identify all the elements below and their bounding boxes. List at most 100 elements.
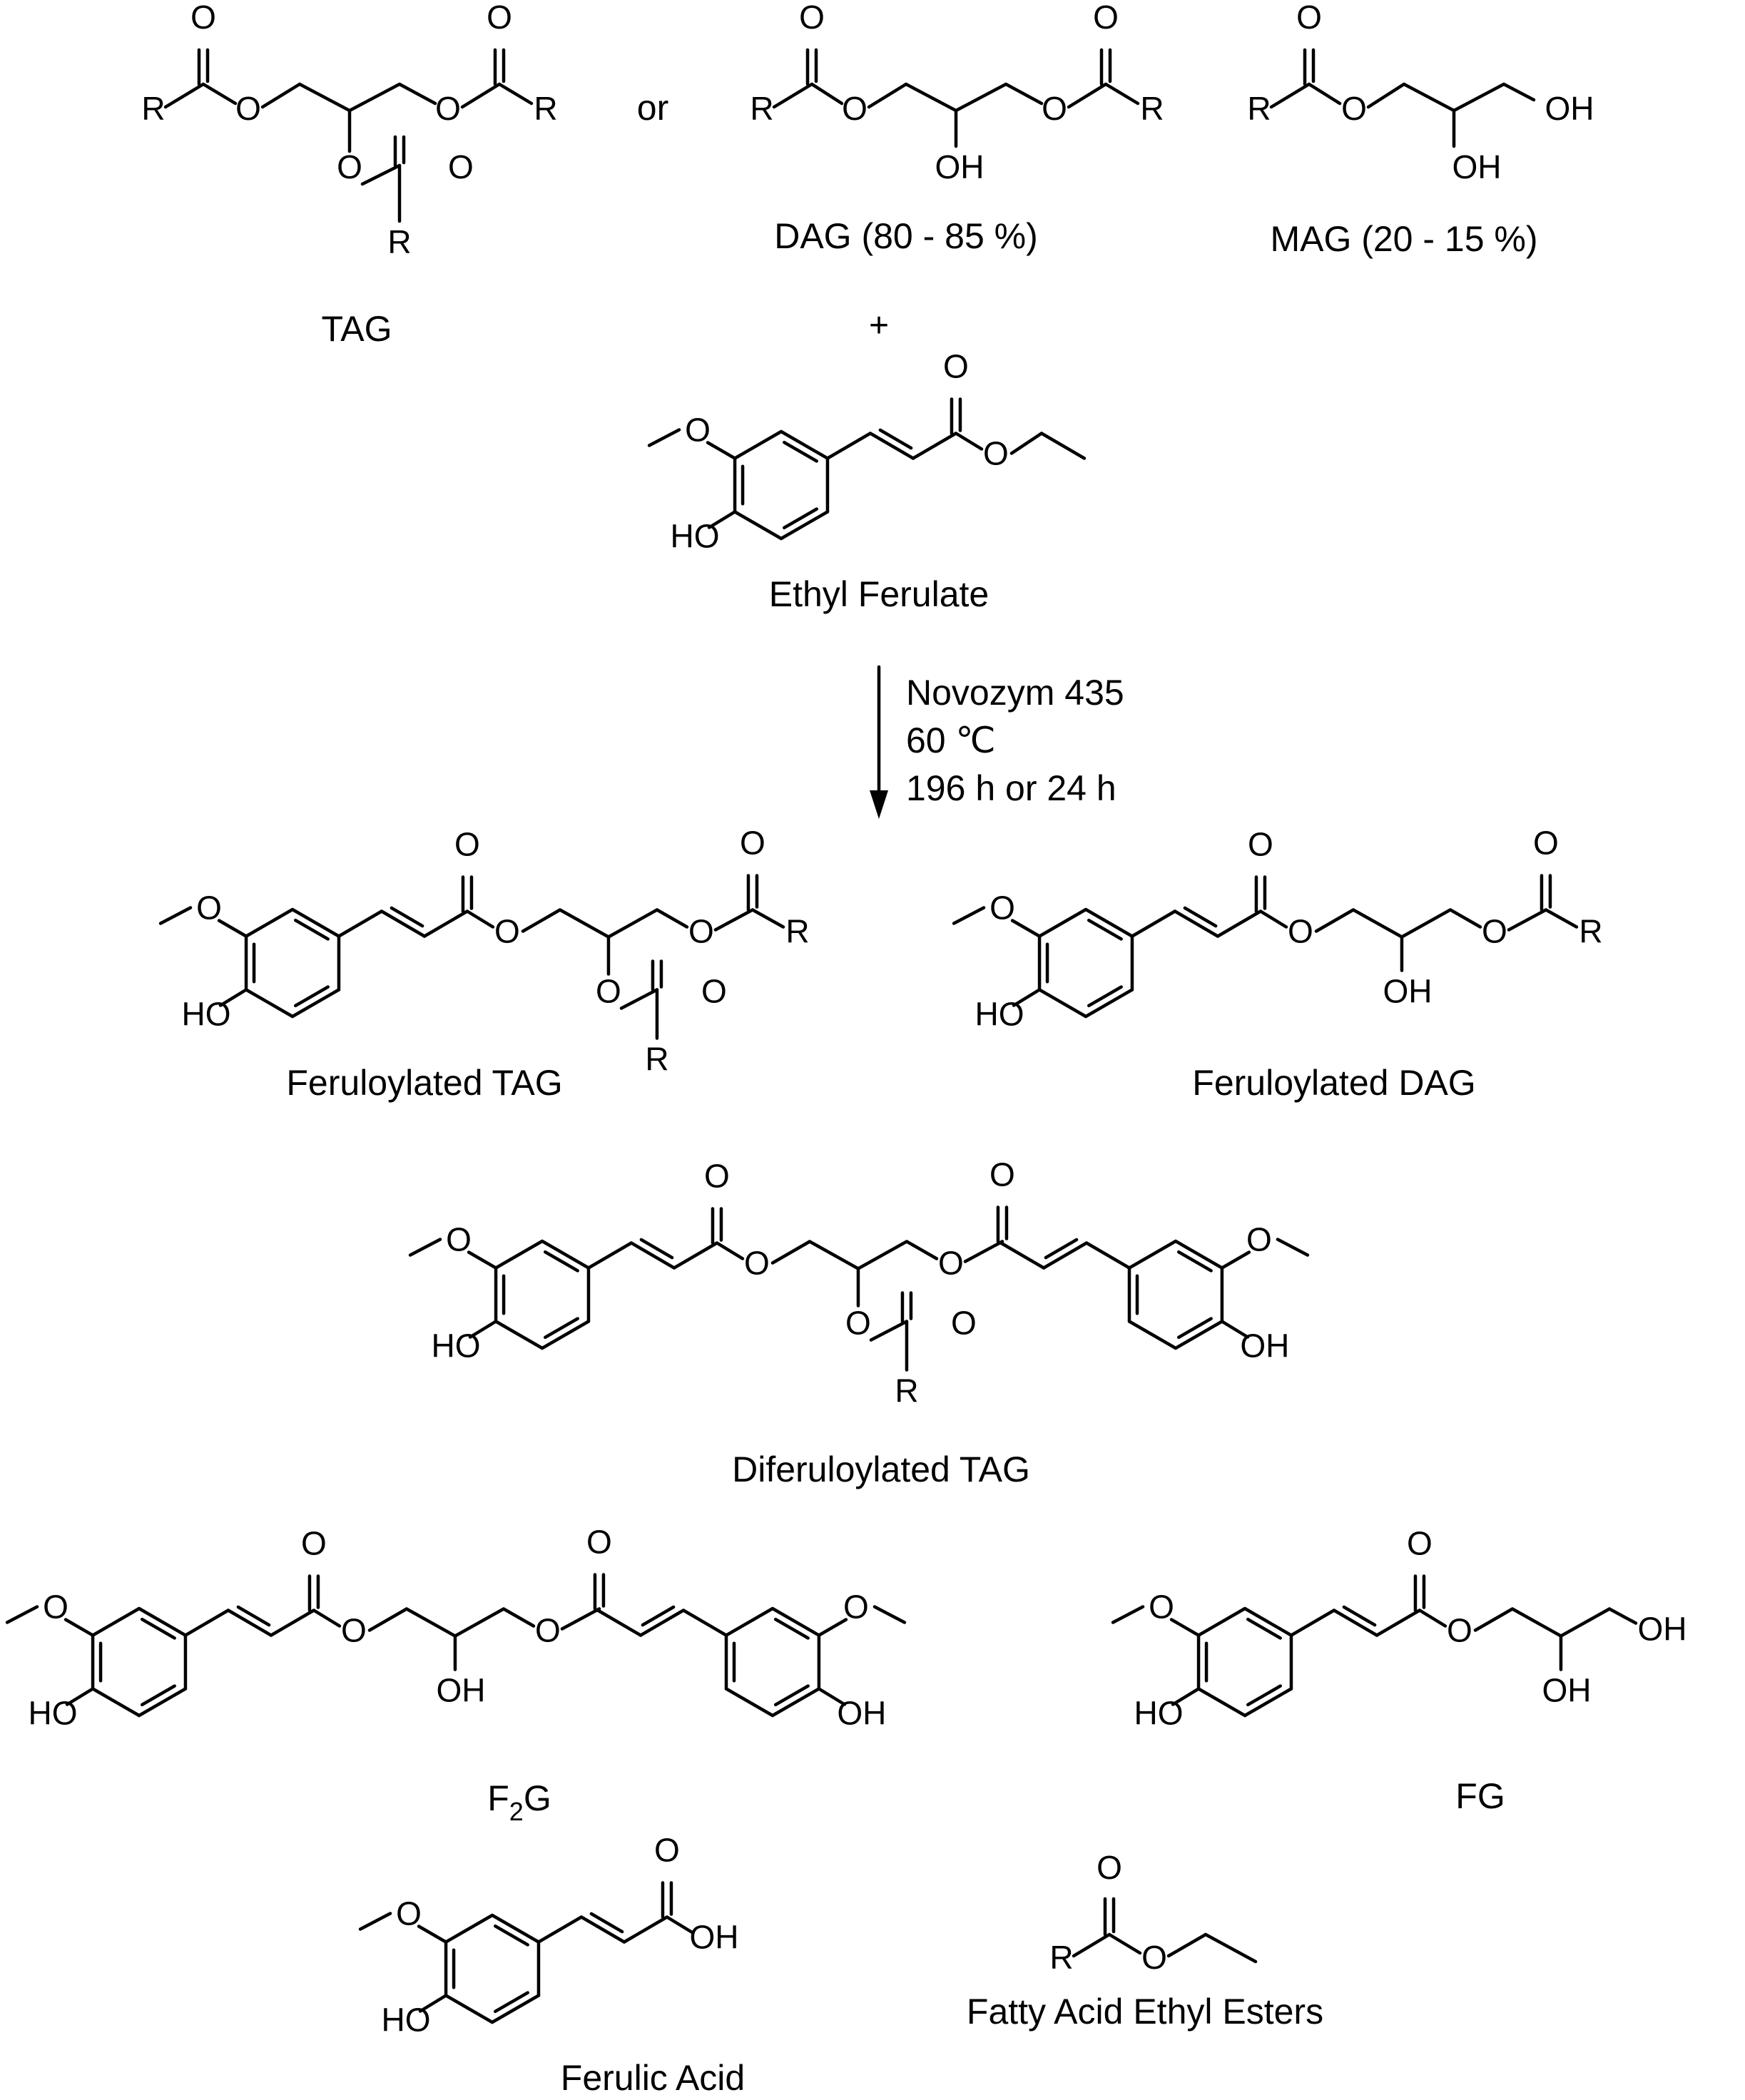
bond	[579, 1915, 626, 1944]
atom-oh: OH	[1240, 1327, 1289, 1365]
molecule-fg	[1111, 1574, 1638, 1718]
atom-o: O	[596, 973, 621, 1010]
atom-o: O	[487, 0, 512, 36]
bond	[1111, 1605, 1145, 1624]
bond	[290, 988, 341, 1019]
atom-o: O	[586, 1524, 612, 1561]
atom-oh: OH	[1453, 148, 1502, 185]
bond	[963, 1240, 1004, 1263]
bond	[137, 1606, 188, 1637]
atom-r: R	[1579, 913, 1602, 950]
bond	[490, 1913, 541, 1944]
bond	[1243, 1687, 1293, 1718]
bond	[1351, 908, 1404, 939]
bond	[810, 82, 844, 106]
bond	[639, 1238, 674, 1260]
bond	[639, 1609, 686, 1637]
bond	[502, 1607, 536, 1628]
molecule-feruloylated-tag	[158, 874, 785, 1040]
atom-o: O	[535, 1612, 561, 1649]
bond	[1010, 919, 1042, 938]
molecule-diferuloylated-tag	[408, 1206, 1310, 1372]
bond	[140, 1617, 176, 1640]
bond	[999, 1241, 1046, 1270]
bond	[1544, 908, 1579, 929]
bond	[236, 1605, 271, 1627]
bond	[904, 82, 958, 113]
molecule-ferulic-acid	[358, 1881, 695, 2024]
atom-o: O	[989, 1156, 1015, 1193]
label-dag: DAG (80 - 85 %)	[774, 216, 1038, 256]
bond	[360, 163, 402, 186]
bond	[543, 1250, 579, 1273]
atom-o: O	[494, 913, 520, 950]
bond	[878, 428, 913, 450]
atom-r: R	[387, 223, 411, 260]
bond	[629, 1241, 676, 1270]
bond	[1452, 82, 1506, 113]
bond	[91, 1687, 141, 1718]
label-ethyl-ferulate: Ethyl Ferulate	[769, 574, 989, 614]
bond	[1307, 82, 1342, 106]
bond	[1174, 1239, 1224, 1270]
atom-oh: OH	[1637, 1611, 1687, 1648]
bond	[422, 909, 469, 938]
bond	[367, 1607, 409, 1632]
bond	[952, 906, 986, 925]
bond	[1448, 908, 1482, 929]
bond	[217, 919, 248, 938]
reaction-arrow	[870, 665, 888, 819]
bond	[494, 1239, 544, 1270]
bond	[494, 1320, 544, 1350]
bond	[825, 432, 872, 460]
bond	[218, 988, 248, 1007]
bond	[1009, 432, 1044, 455]
bond	[390, 906, 424, 928]
bond	[1067, 82, 1108, 109]
bond	[1418, 1609, 1448, 1628]
atom-r: R	[141, 90, 165, 127]
bond	[586, 1241, 634, 1270]
bond	[1042, 1241, 1089, 1270]
molecule-dag	[772, 48, 1140, 148]
bond	[453, 1607, 506, 1638]
bond	[872, 1605, 907, 1624]
bond	[417, 1925, 448, 1944]
bond	[140, 1684, 176, 1707]
atom-o: O	[1248, 826, 1273, 863]
molecule-mag	[1269, 48, 1536, 148]
bond	[244, 988, 295, 1019]
bond	[226, 1609, 273, 1637]
atom-r: R	[785, 913, 809, 950]
bond	[397, 82, 437, 106]
bond	[733, 510, 783, 541]
bond	[468, 1320, 498, 1339]
bond	[408, 1238, 442, 1257]
bond	[954, 432, 984, 451]
label-feruloylated-dag: Feruloylated DAG	[1192, 1063, 1475, 1103]
atom-o: O	[983, 435, 1009, 472]
bond	[1176, 1317, 1213, 1340]
bond	[596, 1607, 601, 1612]
bond	[1084, 907, 1134, 938]
atom-o: O	[704, 1158, 730, 1195]
bond	[1176, 1250, 1213, 1273]
bond	[1087, 985, 1123, 1008]
bond	[201, 82, 238, 106]
bond	[770, 1606, 821, 1637]
atom-o: O	[446, 1221, 472, 1258]
atom-o: O	[454, 826, 480, 863]
bond	[751, 908, 785, 929]
atom-oh: OH	[1383, 973, 1432, 1010]
bond	[999, 1240, 1004, 1245]
atom-o: O	[396, 1895, 422, 1932]
bond	[467, 1250, 498, 1270]
bond	[1130, 909, 1177, 938]
bond	[543, 1317, 579, 1340]
atom-r: R	[895, 1372, 918, 1410]
atom-r: R	[750, 90, 773, 127]
atom-o: O	[235, 90, 261, 127]
atom-oh: OH	[1542, 1672, 1591, 1709]
atom-ho: HO	[1134, 1695, 1184, 1732]
atom-r: R	[534, 90, 557, 127]
